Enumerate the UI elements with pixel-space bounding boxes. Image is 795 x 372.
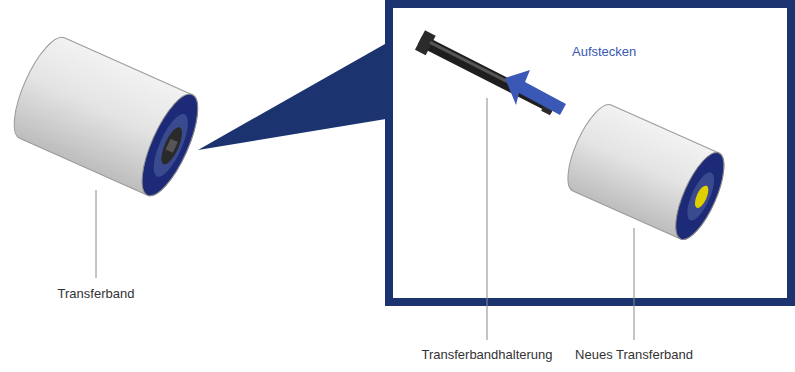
leader-line <box>634 228 635 340</box>
leader-line <box>487 98 488 340</box>
insert-arrow <box>505 70 566 115</box>
callout-wedge <box>198 40 392 150</box>
part-label: Transferbandhalterung <box>421 347 552 363</box>
action-label: Aufstecken <box>572 44 636 60</box>
callout-box <box>389 4 791 302</box>
part-label: Transferband <box>58 286 135 302</box>
part-label: Neues Transferband <box>575 347 693 363</box>
new-ribbon-roll <box>558 99 733 246</box>
ribbon-roll <box>3 30 209 202</box>
leader-line <box>96 190 97 278</box>
